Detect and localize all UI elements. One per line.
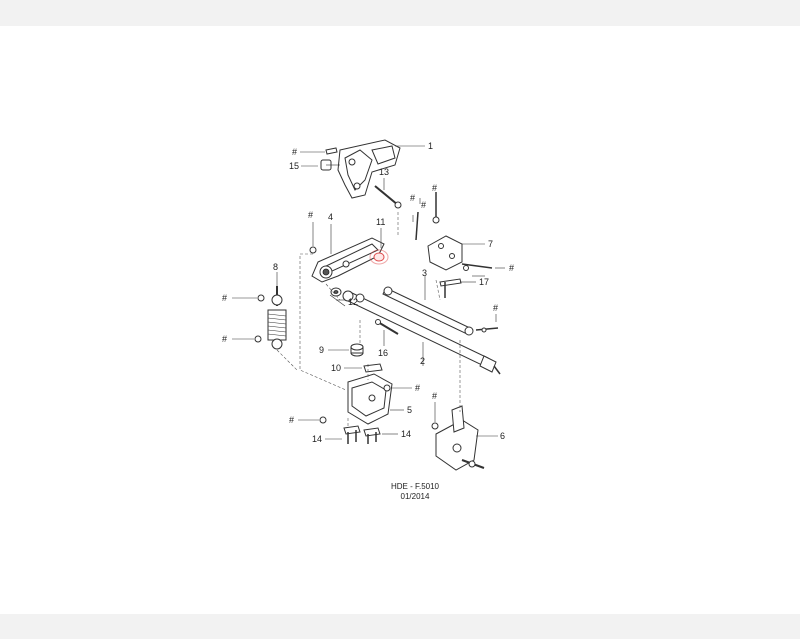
part-1-upper-bracket[interactable]	[337, 139, 401, 199]
bolt-7-left	[415, 211, 419, 241]
diagram-code: HDE - F.5010	[391, 482, 440, 491]
hash-marks: # # # # # # # # # # # #	[222, 147, 514, 425]
hash-mark: #	[222, 293, 227, 303]
hash-mark: #	[308, 210, 313, 220]
part-15-spacer[interactable]	[320, 159, 340, 171]
part-11-bushing-highlighted[interactable]	[369, 249, 389, 265]
assembly-dashed-lines	[276, 212, 461, 428]
part-7-right-bracket[interactable]	[427, 235, 463, 271]
callout-16: 16	[378, 348, 388, 358]
hash-mark: #	[289, 415, 294, 425]
nut-5-right	[383, 384, 412, 392]
part-8-shock-absorber[interactable]	[267, 286, 287, 350]
part-12-bushing[interactable]	[330, 287, 342, 297]
bolt-top-left	[300, 147, 338, 155]
callout-4: 4	[328, 212, 333, 222]
part-13-long-bolt[interactable]	[374, 185, 402, 209]
hash-mark: #	[222, 334, 227, 344]
callout-8: 8	[273, 262, 278, 272]
hash-mark: #	[415, 383, 420, 393]
callout-14-right: 14	[401, 429, 411, 439]
callout-9: 9	[319, 345, 324, 355]
callout-10: 10	[331, 363, 341, 373]
callout-12: 12	[348, 297, 358, 307]
hash-mark: #	[432, 183, 437, 193]
nut-8-top	[232, 294, 265, 302]
diagram-date: 01/2014	[401, 492, 430, 501]
hash-mark: #	[493, 303, 498, 313]
nut-6-top	[431, 402, 439, 430]
part-9-bump-stop[interactable]	[350, 343, 364, 357]
bolt-right-3	[475, 327, 499, 333]
callout-11: 11	[376, 217, 385, 227]
callout-15: 15	[289, 161, 299, 171]
hash-mark: #	[292, 147, 297, 157]
callout-17: 17	[479, 277, 489, 287]
callout-3: 3	[422, 268, 427, 278]
callout-13: 13	[379, 167, 389, 177]
part-17-pin[interactable]	[439, 278, 462, 298]
part-5-lower-mount[interactable]	[347, 373, 393, 425]
bolt-7-right	[461, 263, 493, 271]
part-14-stud-right[interactable]	[363, 427, 381, 444]
callout-1: 1	[428, 141, 433, 151]
part-4-swing-arm[interactable]	[311, 237, 385, 283]
part-2-lower-axle[interactable]	[342, 290, 501, 375]
callout-6: 6	[500, 431, 505, 441]
part-10-pad[interactable]	[363, 363, 383, 373]
bolt-7-top	[432, 192, 440, 224]
hash-mark: #	[421, 200, 426, 210]
nut-5-left	[298, 416, 327, 424]
part-14-stud-left[interactable]	[343, 425, 361, 444]
hash-mark: #	[432, 391, 437, 401]
callout-14-left: 14	[312, 434, 322, 444]
nut-part-4	[309, 222, 317, 254]
part-3-upper-tube[interactable]	[382, 286, 474, 336]
callout-7: 7	[488, 239, 493, 249]
hash-mark: #	[410, 193, 415, 203]
part-6-axle-bracket[interactable]	[435, 405, 485, 471]
callout-5: 5	[407, 405, 412, 415]
nut-8-bottom	[232, 335, 262, 343]
part-16-bolt[interactable]	[375, 319, 399, 335]
callout-2: 2	[420, 356, 425, 366]
hash-mark: #	[509, 263, 514, 273]
